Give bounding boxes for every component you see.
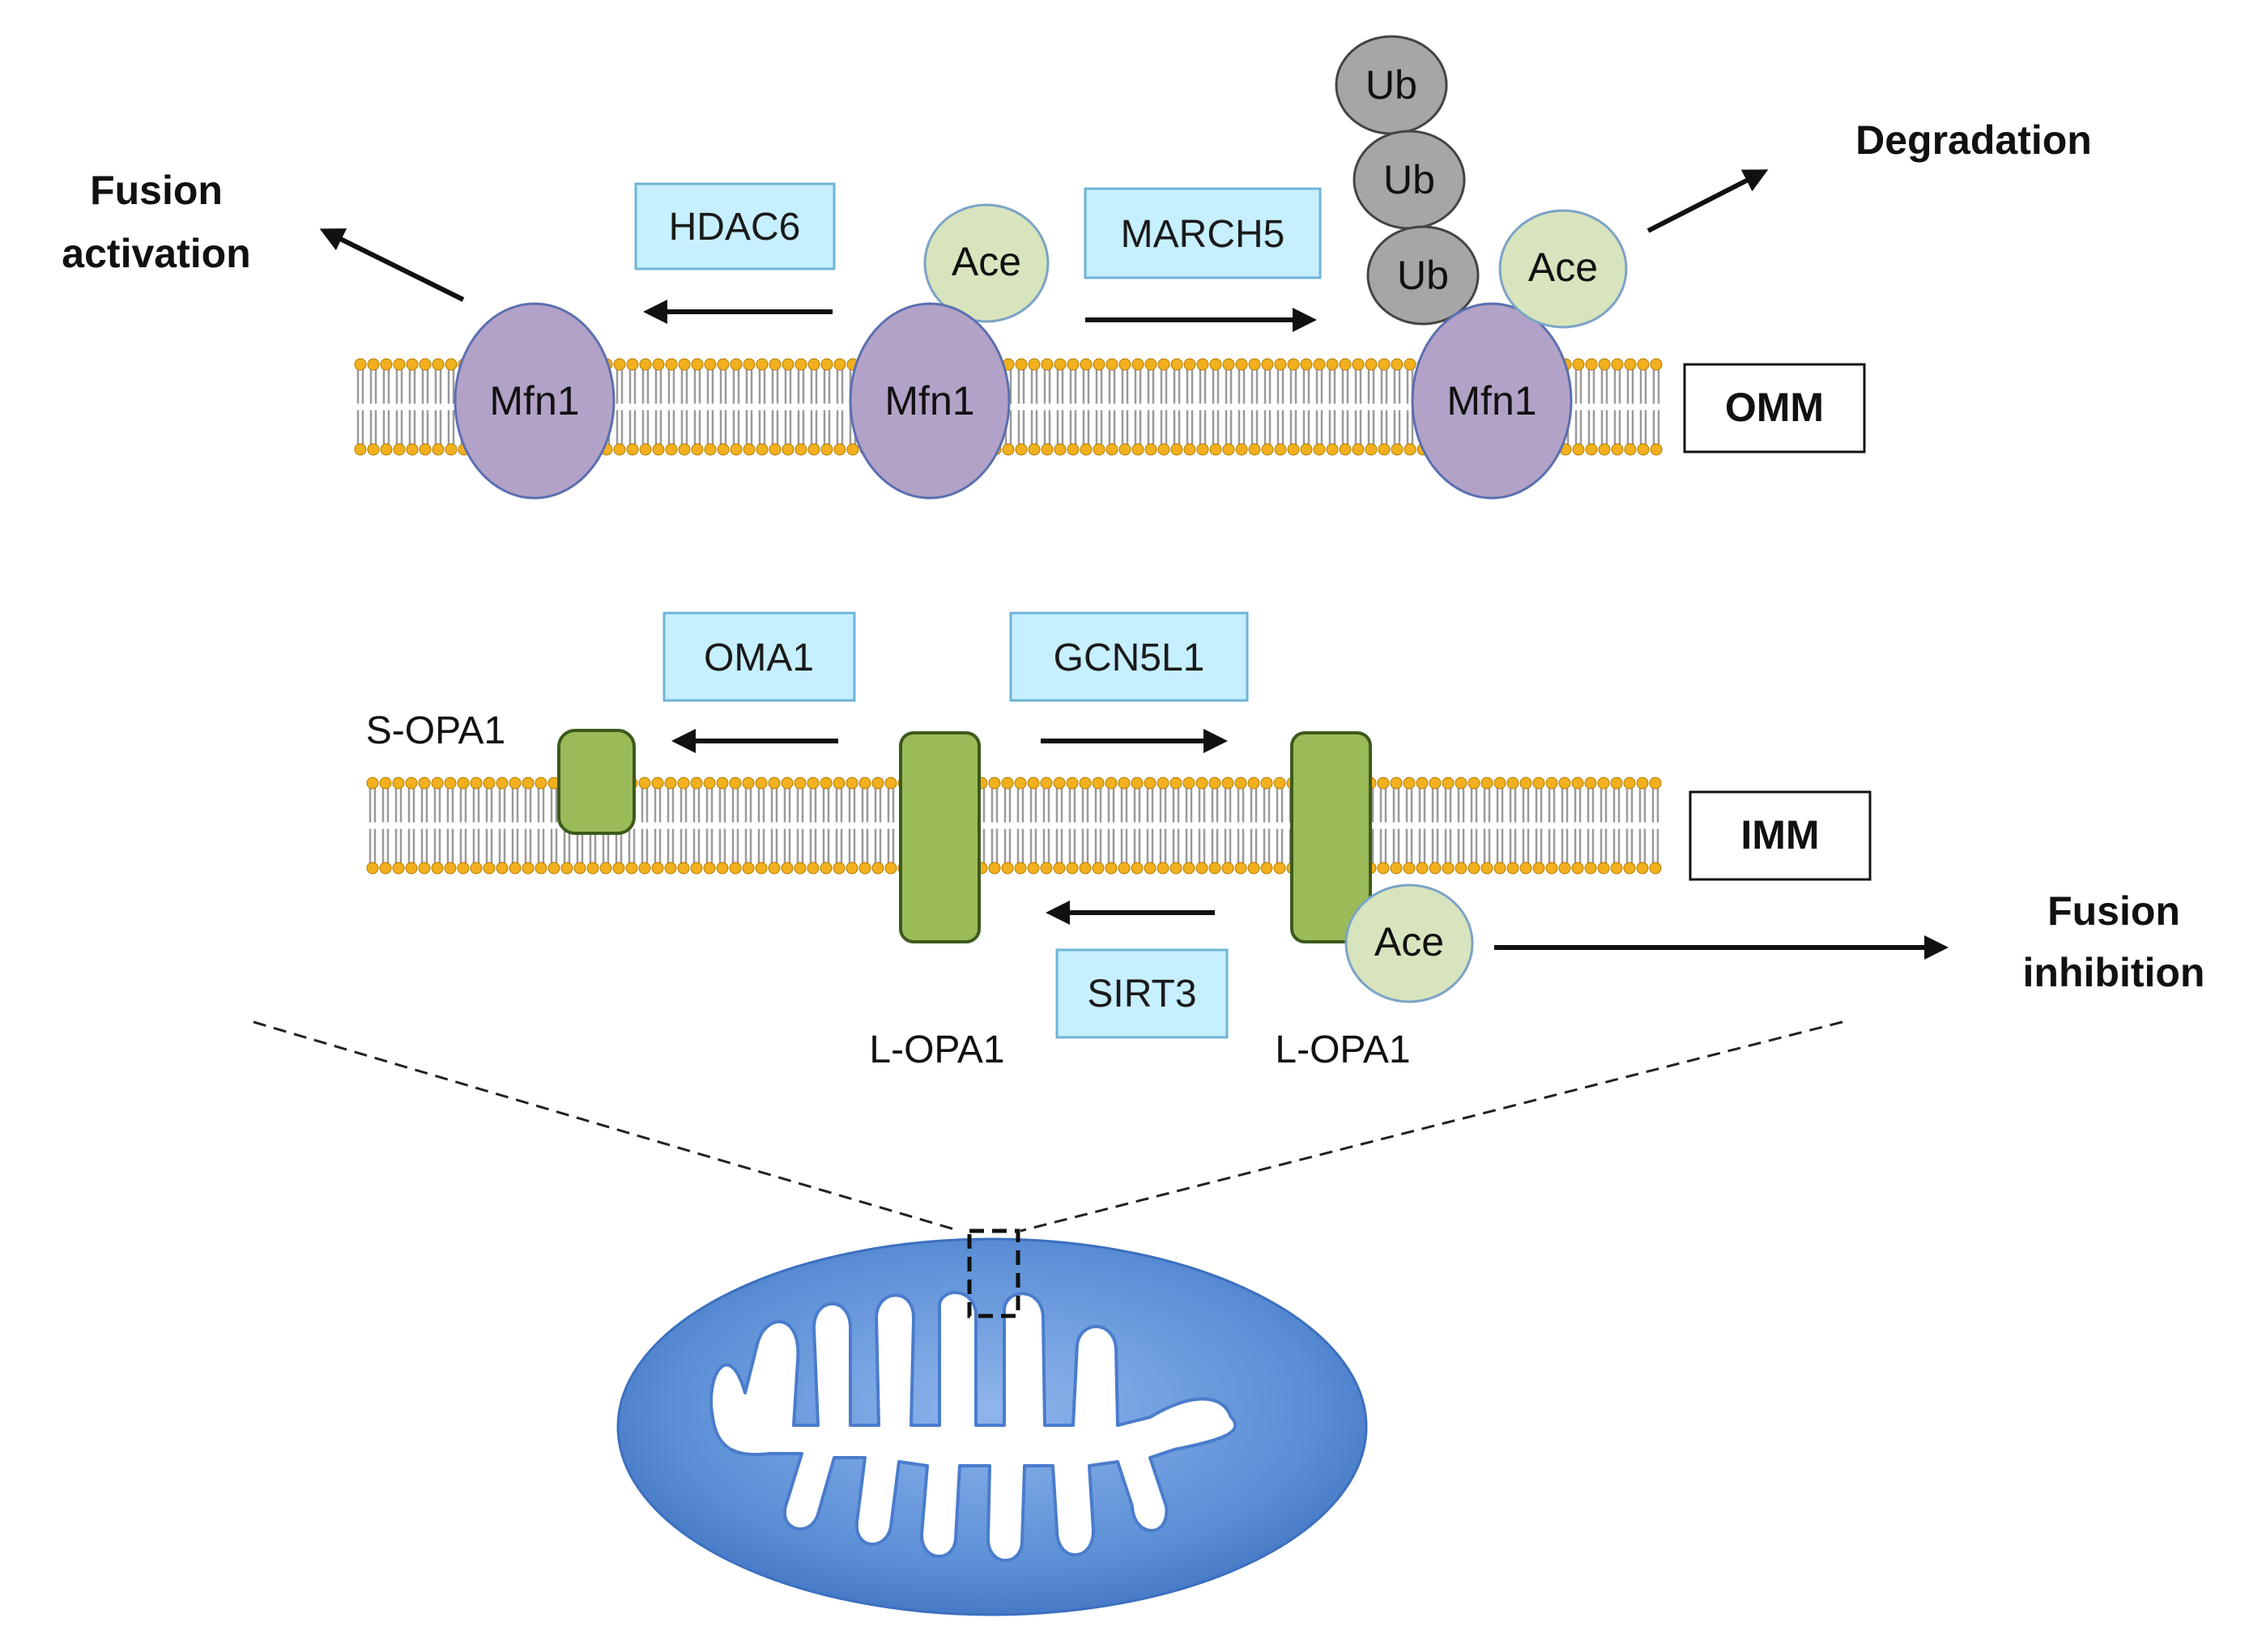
fusion-inhibition-label-line2: inhibition [2023, 950, 2205, 995]
sirt3-label: SIRT3 [1087, 973, 1196, 1015]
oma1-label: OMA1 [704, 637, 814, 679]
ub-label: Ub [1397, 253, 1449, 298]
cristae [709, 1291, 1238, 1562]
zoom-guide-left [253, 1020, 961, 1233]
gcn5l1-enzyme-box: GCN5L1 [1009, 611, 1249, 702]
omm-label: OMM [1725, 385, 1824, 430]
l-opa1-label: L-OPA1 [869, 1028, 1004, 1071]
mfn1-protein-unacetylated: Mfn1 [454, 302, 616, 500]
ace-label: Ace [952, 239, 1021, 284]
l-opa1-protein-unacetylated [899, 731, 981, 943]
hdac6-enzyme-box: HDAC6 [634, 182, 836, 270]
fusion-activation-arrow [319, 228, 465, 302]
ubiquitin-chain: Ub Ub Ub [1335, 35, 1480, 326]
mitochondrion-illustration [616, 1228, 1368, 1616]
l-opa1-label: L-OPA1 [1275, 1028, 1410, 1071]
ub-label: Ub [1365, 62, 1417, 108]
zoom-region-box [967, 1228, 1020, 1318]
fusion-inhibition-label-line1: Fusion [2047, 888, 2180, 934]
degradation-arrow [1646, 169, 1769, 233]
zoom-guide-right [1020, 1020, 1843, 1233]
omm-label-box: OMM [1683, 363, 1866, 453]
ace-label: Ace [1528, 245, 1598, 290]
mfn1-label: Mfn1 [884, 378, 974, 424]
fusion-activation-label-line1: Fusion [90, 168, 223, 213]
s-opa1-protein [557, 729, 636, 835]
oma1-enzyme-box: OMA1 [662, 611, 856, 702]
fusion-activation-label-line2: activation [62, 231, 250, 276]
ub-label: Ub [1383, 157, 1435, 202]
mfn1-label: Mfn1 [1446, 378, 1536, 424]
hdac6-label: HDAC6 [669, 206, 801, 249]
imm-label: IMM [1740, 812, 1819, 858]
mfn1-protein-ubiquitinated: Ub Ub Ub Mfn1 Ace [1335, 35, 1628, 500]
gcn5l1-label: GCN5L1 [1054, 637, 1205, 679]
mfn1-protein-acetylated: Ace Mfn1 [849, 203, 1050, 500]
imm-label-box: IMM [1689, 790, 1872, 881]
ace-label: Ace [1374, 919, 1444, 964]
sirt3-enzyme-box: SIRT3 [1055, 948, 1229, 1039]
mfn1-label: Mfn1 [489, 378, 579, 424]
march5-enzyme-box: MARCH5 [1084, 187, 1322, 279]
march5-label: MARCH5 [1121, 213, 1285, 256]
l-opa1-protein-acetylated: Ace [1290, 731, 1474, 1003]
s-opa1-label: S-OPA1 [366, 709, 506, 752]
degradation-label: Degradation [1855, 117, 2092, 163]
